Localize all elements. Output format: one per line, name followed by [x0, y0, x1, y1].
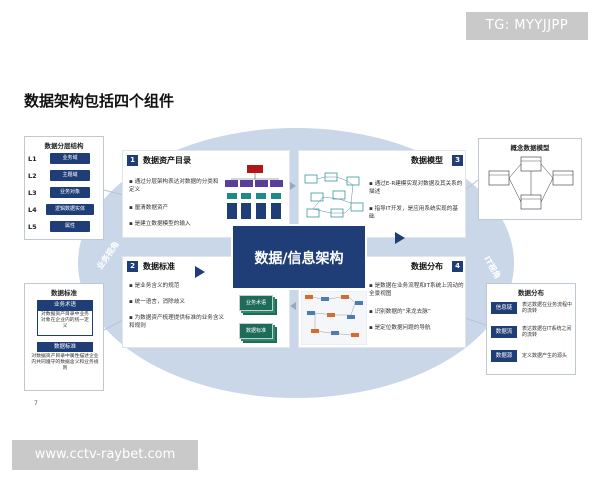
- quadrant-data-asset-catalog: 1 数据资产目录 ▪ 通过分层架构表达对数据的分类和定义 ▪ 厘清数据资产 ▪ …: [122, 150, 290, 238]
- layer-box: 主题域: [50, 170, 90, 181]
- watermark-bottom: www.cctv-raybet.com: [12, 440, 198, 470]
- quadrant-title: 数据模型: [411, 156, 443, 165]
- layer-row: L3 业务对象: [28, 187, 90, 198]
- quadrant-number: 3: [452, 155, 463, 166]
- layer-row: L5 属性: [28, 221, 90, 232]
- layer-level: L1: [28, 154, 37, 163]
- data-standard-text: 对数据资产目录中属性描述企业内共同遵守的数据含义和业务规则: [31, 354, 99, 371]
- hierarchy-illustration: [225, 165, 283, 219]
- layer-level: L4: [28, 205, 37, 214]
- concept-model-panel: 概念数据模型: [478, 138, 582, 220]
- layer-box: 属性: [50, 221, 90, 232]
- bullet: ▪ 是数据在业务流程和IT系统上流动的全景视图: [369, 283, 464, 297]
- layer-level: L2: [28, 171, 37, 180]
- quadrant-data-model: 数据模型 3 ▪ 通过E-R建模实现对数据及其关系的描述 ▪ 指导IT开发，是应…: [298, 150, 466, 238]
- bullet: ▪ 识别数据的“来龙去脉”: [369, 309, 431, 315]
- distribution-badge: 数据源: [491, 350, 517, 362]
- distribution-row: 数据流 表达数据在IT系统之间的流转: [491, 326, 574, 338]
- distribution-row: 信息链 表达数据在业务流程中的流转: [491, 302, 574, 314]
- doc-stack-data-standards: 数据标准: [239, 323, 273, 339]
- distribution-illustration: [301, 291, 367, 345]
- layer-row: L4 逻辑数据实体: [28, 204, 94, 215]
- distribution-desc: 表达数据在业务流程中的流转: [522, 302, 573, 314]
- page-title: 数据架构包括四个组件: [24, 92, 175, 110]
- layer-level: L3: [28, 188, 37, 197]
- data-standard-panel: 数据标准 业务术语 对数据资产目录中业务对象在企业内的统一定义 数据标准 对数据…: [24, 283, 104, 391]
- data-standard-title: 数据标准: [51, 289, 77, 297]
- distribution-row: 数据源 定义数据产生的源头: [491, 350, 574, 362]
- distribution-badge: 数据流: [491, 326, 517, 338]
- layer-row: L2 主题域: [28, 170, 90, 181]
- layer-level: L5: [28, 222, 37, 231]
- layer-row: L1 业务域: [28, 153, 90, 164]
- quadrant-title: 数据分布: [411, 262, 443, 271]
- layer-box: 业务域: [50, 153, 90, 164]
- data-standard-header: 数据标准: [37, 342, 93, 352]
- distribution-badge: 信息链: [491, 302, 517, 314]
- watermark-top: TG: MYYJJPP: [466, 12, 588, 40]
- quadrant-data-distribution: 数据分布 4 ▪ 是数据在业务流程和IT系统上流动的全景视图 ▪ 识别数据的“来…: [298, 256, 466, 348]
- distribution-desc: 定义数据产生的源头: [522, 353, 568, 359]
- quadrant-title: 数据资产目录: [143, 156, 191, 165]
- quadrant-title: 数据标准: [143, 262, 175, 271]
- bullet: ▪ 是建立数据模型的输入: [129, 221, 191, 227]
- data-layer-panel: 数据分层结构 L1 业务域 L2 主题域 L3 业务对象 L4 逻辑数据实体 L…: [24, 136, 104, 240]
- distribution-desc: 表达数据在IT系统之间的流转: [522, 326, 572, 338]
- bullet: ▪ 指导IT开发，是应用系统实现的基础: [369, 206, 458, 220]
- quadrant-number: 2: [127, 261, 138, 272]
- quadrant-number: 4: [452, 261, 463, 272]
- bullet: ▪ 是定位数据问题的导航: [369, 325, 431, 331]
- bullet: ▪ 厘清数据资产: [129, 205, 169, 211]
- business-term-frame: [37, 310, 93, 336]
- bullet: ▪ 通过E-R建模实现对数据及其关系的描述: [369, 181, 463, 195]
- data-distribution-title: 数据分布: [518, 289, 544, 297]
- quadrant-number: 1: [127, 155, 138, 166]
- business-term-header: 业务术语: [37, 300, 93, 310]
- layer-box: 业务对象: [50, 187, 90, 198]
- bullet: ▪ 为数据资产梳理提供标准的业务含义和规则: [129, 315, 225, 329]
- bullet: ▪ 统一语言，消除歧义: [129, 299, 185, 305]
- layer-box: 逻辑数据实体: [46, 204, 94, 215]
- concept-model-title: 概念数据模型: [510, 144, 550, 152]
- bullet: ▪ 是业务含义的规范: [129, 283, 180, 289]
- page-number: 7: [34, 400, 38, 407]
- data-distribution-panel: 数据分布 信息链 表达数据在业务流程中的流转 数据流 表达数据在IT系统之间的流…: [486, 283, 576, 375]
- bullet: ▪ 通过分层架构表达对数据的分类和定义: [129, 179, 219, 193]
- center-architecture-box: 数据/信息架构: [231, 224, 367, 290]
- er-diagram-illustration: [304, 172, 364, 218]
- business-term-text: 对数据资产目录中业务对象在企业内的统一定义: [41, 312, 89, 329]
- concept-model-diagram: [488, 156, 574, 210]
- doc-stack-business-terms: 业务术语: [239, 295, 273, 311]
- data-layer-title: 数据分层结构: [44, 142, 84, 150]
